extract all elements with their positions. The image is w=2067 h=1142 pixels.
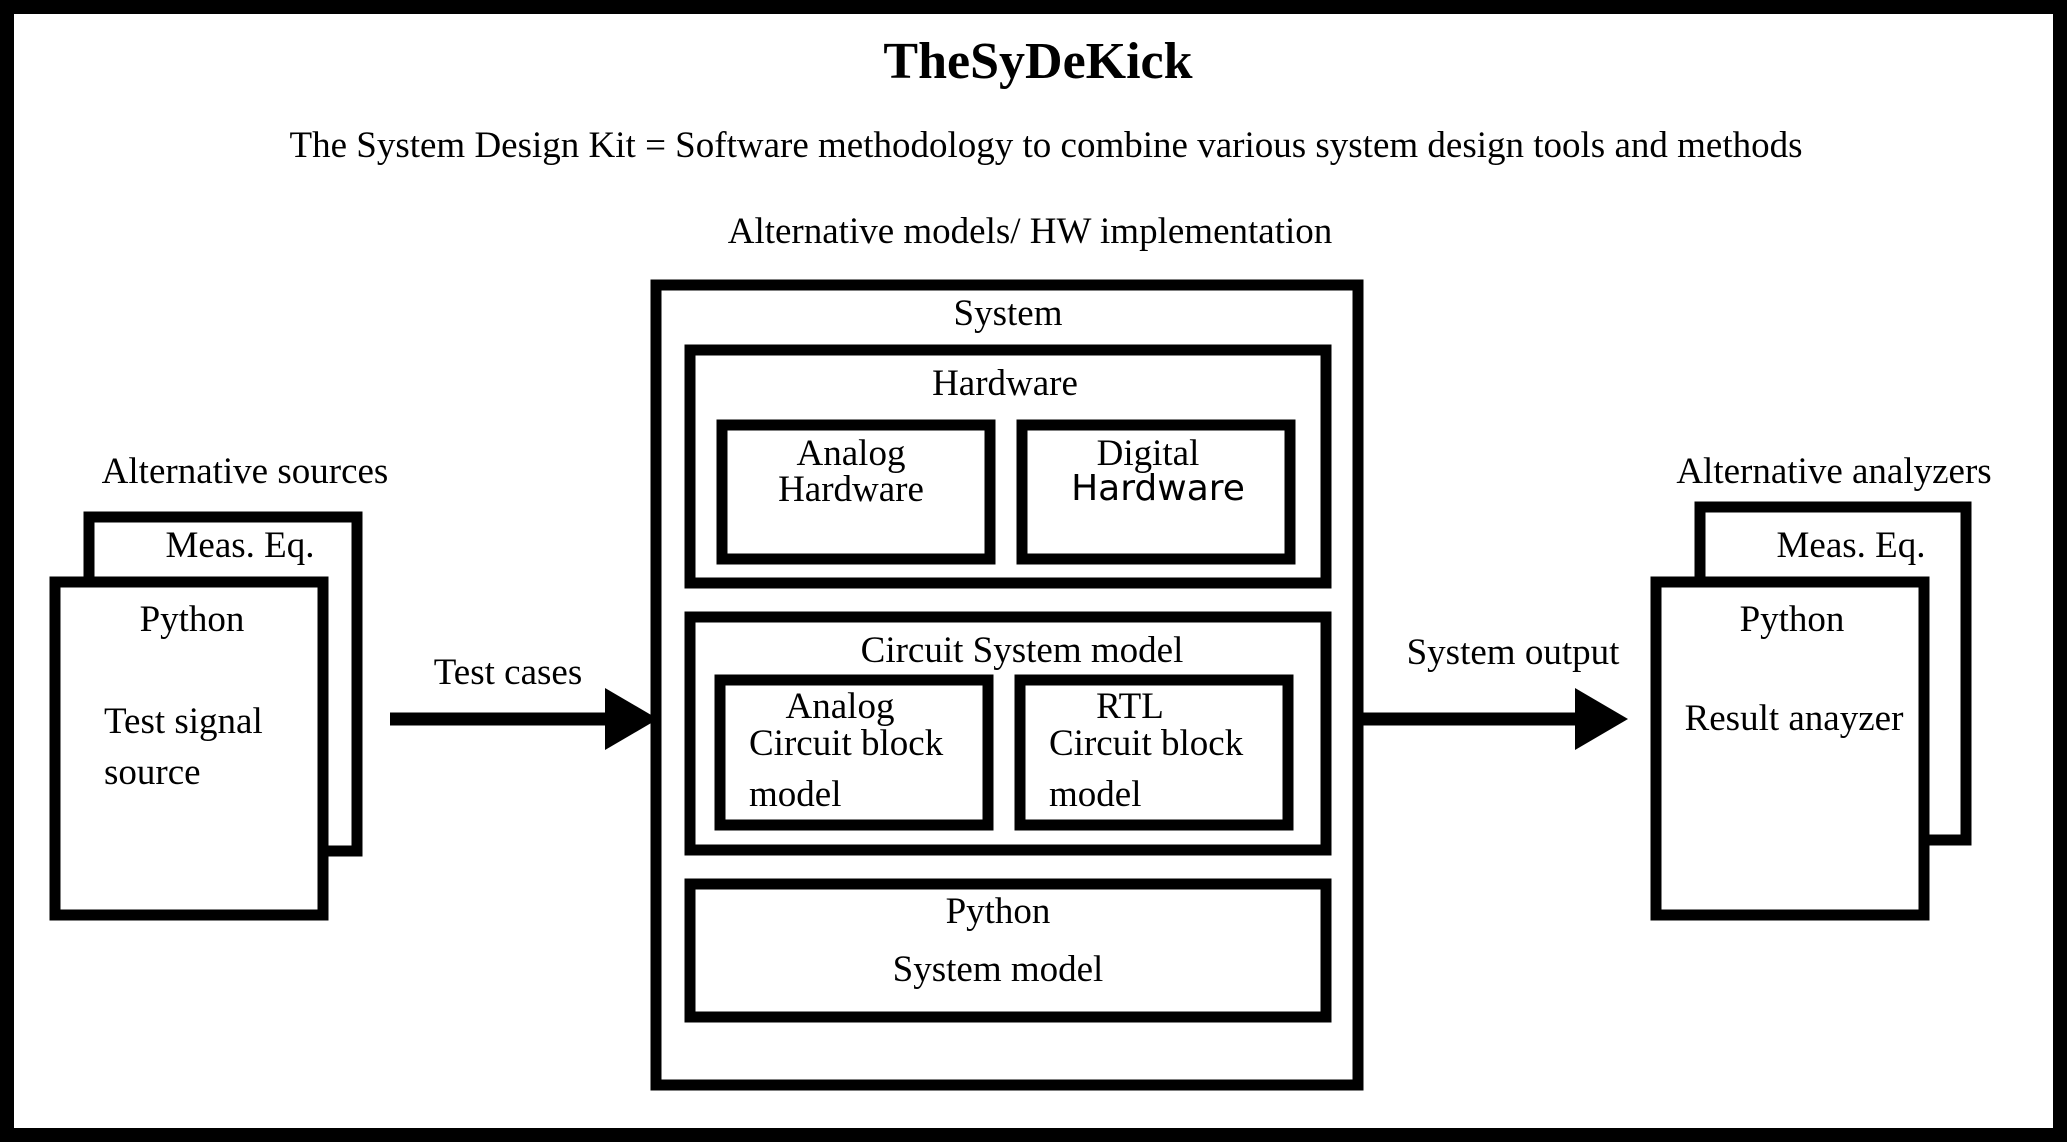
sources-front-title: Python xyxy=(140,599,245,640)
analog-circuit-line3: model xyxy=(749,774,841,815)
rtl-circuit-line2: Circuit block xyxy=(1049,723,1244,764)
sources-caption: Alternative sources xyxy=(102,451,389,492)
system-title: System xyxy=(954,293,1063,334)
analyzers-back-card-label: Meas. Eq. xyxy=(1777,525,1926,566)
analog-hardware-line1: Analog xyxy=(797,433,906,474)
digital-hardware-line2: Hardware xyxy=(1071,468,1245,509)
analog-hardware-line2: Hardware xyxy=(778,469,924,510)
input-arrow-group: Test cases xyxy=(390,652,658,750)
rtl-circuit-line1: RTL xyxy=(1096,686,1164,727)
output-arrow-label: System output xyxy=(1407,632,1620,673)
sources-back-card-label: Meas. Eq. xyxy=(166,525,315,566)
analog-circuit-line2: Circuit block xyxy=(749,723,944,764)
center-caption: Alternative models/ HW implementation xyxy=(728,211,1333,252)
diagram-subtitle: The System Design Kit = Software methodo… xyxy=(289,125,1802,166)
diagram-title: TheSyDeKick xyxy=(883,33,1192,90)
output-arrow-group: System output xyxy=(1358,632,1628,750)
input-arrow-label: Test cases xyxy=(434,652,582,693)
digital-hardware-line1: Digital xyxy=(1097,433,1200,474)
output-arrow-head xyxy=(1575,688,1628,750)
system-group: System Hardware Analog Hardware Digital … xyxy=(650,279,1364,1091)
python-system-model-box xyxy=(684,878,1332,1023)
input-arrow-head xyxy=(605,688,658,750)
sources-front-line2: source xyxy=(104,752,201,793)
python-system-title: Python xyxy=(946,891,1051,932)
circuit-system-model-title: Circuit System model xyxy=(861,630,1184,671)
analyzers-front-line1: Result anayzer xyxy=(1685,698,1904,739)
sources-front-line1: Test signal xyxy=(104,701,263,742)
analog-hardware-box xyxy=(716,419,996,565)
analyzers-caption: Alternative analyzers xyxy=(1676,451,1991,492)
analog-circuit-block-box xyxy=(714,674,994,831)
sources-front-card xyxy=(49,576,329,921)
analyzers-front-card xyxy=(1650,576,1930,921)
analog-circuit-line1: Analog xyxy=(786,686,895,727)
hardware-title: Hardware xyxy=(932,363,1078,404)
rtl-circuit-block-box xyxy=(1014,674,1294,831)
analyzers-front-title: Python xyxy=(1740,599,1845,640)
sources-group: Alternative sources Meas. Eq. Python Tes… xyxy=(49,451,389,921)
rtl-circuit-line3: model xyxy=(1049,774,1141,815)
analyzers-group: Alternative analyzers Meas. Eq. Python R… xyxy=(1650,451,1992,921)
digital-hardware-box xyxy=(1016,419,1296,565)
python-system-subtitle: System model xyxy=(893,949,1104,990)
